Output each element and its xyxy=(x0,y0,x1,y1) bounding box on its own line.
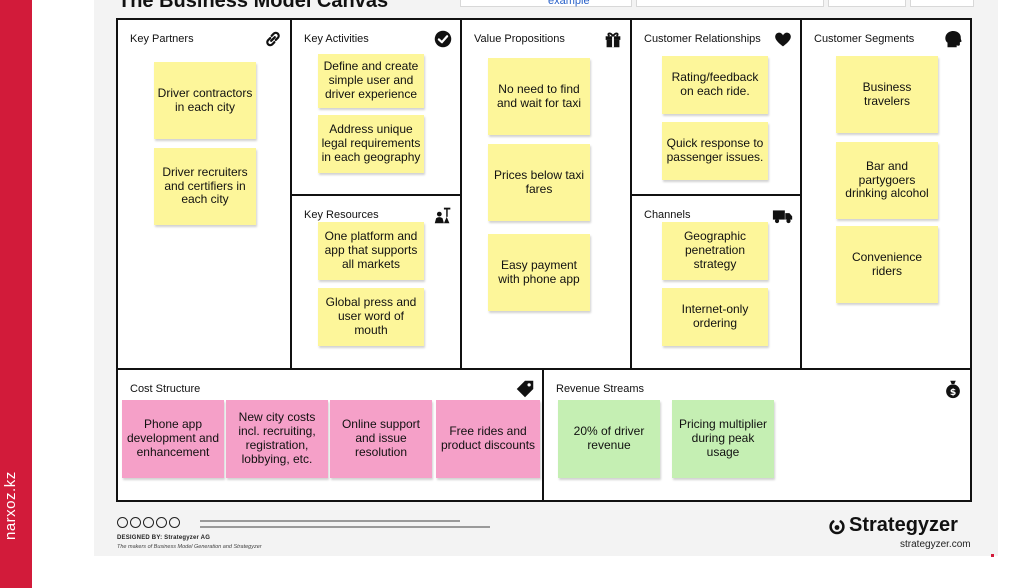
brand-name: Strategyzer xyxy=(849,514,958,536)
block-label: Channels xyxy=(644,209,691,221)
side-site-label: narxoz.kz xyxy=(2,471,19,540)
business-model-canvas: Key Partners Driver contractors in each … xyxy=(116,18,972,502)
sticky-note: One platform and app that supports all m… xyxy=(318,222,424,280)
price-tag-icon xyxy=(516,380,534,398)
sticky-note: Driver contractors in each city xyxy=(154,62,256,139)
block-label: Key Partners xyxy=(130,33,194,45)
license-text-line xyxy=(200,526,490,528)
sticky-note: Easy payment with phone app xyxy=(488,234,590,311)
sticky-note: Business travelers xyxy=(836,56,938,133)
sticky-note: Define and create simple user and driver… xyxy=(318,54,424,108)
cost-structure-block: Cost Structure Phone app development and… xyxy=(118,370,544,500)
brand-url: strategyzer.com xyxy=(900,539,971,550)
block-label: Key Activities xyxy=(304,33,369,45)
revenue-streams-block: Revenue Streams $ 20% of driver revenue … xyxy=(544,370,970,500)
strategyzer-logo-icon xyxy=(829,519,845,534)
header-tag-box xyxy=(460,0,632,7)
by-icon xyxy=(130,517,141,528)
sticky-note: Geographic penetration strategy xyxy=(662,222,768,280)
license-icons xyxy=(117,517,180,528)
customer-relationships-block: Customer Relationships Rating/feedback o… xyxy=(632,20,802,196)
sticky-note: Bar and partygoers drinking alcohol xyxy=(836,142,938,219)
page-title: The Business Model Canvas xyxy=(118,0,389,12)
block-label: Customer Relationships xyxy=(644,33,761,45)
block-label: Key Resources xyxy=(304,209,379,221)
customer-segments-block: Customer Segments Business travelers Bar… xyxy=(802,20,970,370)
sticky-note: Driver recruiters and certifiers in each… xyxy=(154,148,256,225)
sticky-note: Rating/feedback on each ride. xyxy=(662,56,768,114)
link-icon xyxy=(266,31,280,47)
block-label: Cost Structure xyxy=(130,383,201,395)
header-box xyxy=(910,0,974,7)
head-icon xyxy=(945,31,962,48)
worker-icon xyxy=(434,207,451,224)
brand-logo: Strategyzer xyxy=(828,514,958,537)
sticky-note: 20% of driver revenue xyxy=(558,400,660,478)
sticky-note: No need to find and wait for taxi xyxy=(488,58,590,135)
designed-by: DESIGNED BY: Strategyzer AG xyxy=(117,535,211,541)
money-bag-icon: $ xyxy=(946,380,960,399)
side-brand-bar xyxy=(0,0,32,588)
sa-icon xyxy=(143,517,154,528)
sticky-note: Pricing multiplier during peak usage xyxy=(672,400,774,478)
truck-icon xyxy=(772,210,793,224)
block-label: Revenue Streams xyxy=(556,383,645,395)
svg-text:$: $ xyxy=(950,387,956,398)
nc-icon xyxy=(156,517,167,528)
makers-credit: The makers of Business Model Generation … xyxy=(117,544,262,550)
sticky-note: Online support and issue resolution xyxy=(330,400,432,478)
sticky-note: Free rides and product discounts xyxy=(436,400,540,478)
check-circle-icon xyxy=(434,30,452,48)
sticky-note: Quick response to passenger issues. xyxy=(662,122,768,180)
block-label: Customer Segments xyxy=(814,33,915,45)
sticky-note: Address unique legal requirements in eac… xyxy=(318,115,424,173)
key-resources-block: Key Resources One platform and app that … xyxy=(292,196,462,370)
heart-icon xyxy=(775,32,791,47)
red-dot xyxy=(991,554,994,557)
sticky-note: Prices below taxi fares xyxy=(488,144,590,221)
value-propositions-block: Value Propositions No need to find and w… xyxy=(462,20,632,370)
header-tag: example xyxy=(548,0,590,7)
header-box xyxy=(636,0,824,7)
nd-icon xyxy=(169,517,180,528)
channels-block: Channels Geographic penetration strategy… xyxy=(632,196,802,370)
key-activities-block: Key Activities Define and create simple … xyxy=(292,20,462,196)
block-label: Value Propositions xyxy=(474,33,565,45)
header-box xyxy=(828,0,906,7)
license-text-line xyxy=(200,520,460,522)
sticky-note: New city costs incl. recruiting, registr… xyxy=(226,400,328,478)
sticky-note: Global press and user word of mouth xyxy=(318,288,424,346)
sticky-note: Convenience riders xyxy=(836,226,938,303)
sticky-note: Internet-only ordering xyxy=(662,288,768,346)
cc-icon xyxy=(117,517,128,528)
gift-icon xyxy=(605,32,621,48)
sticky-note: Phone app development and enhancement xyxy=(122,400,224,478)
key-partners-block: Key Partners Driver contractors in each … xyxy=(118,20,292,370)
